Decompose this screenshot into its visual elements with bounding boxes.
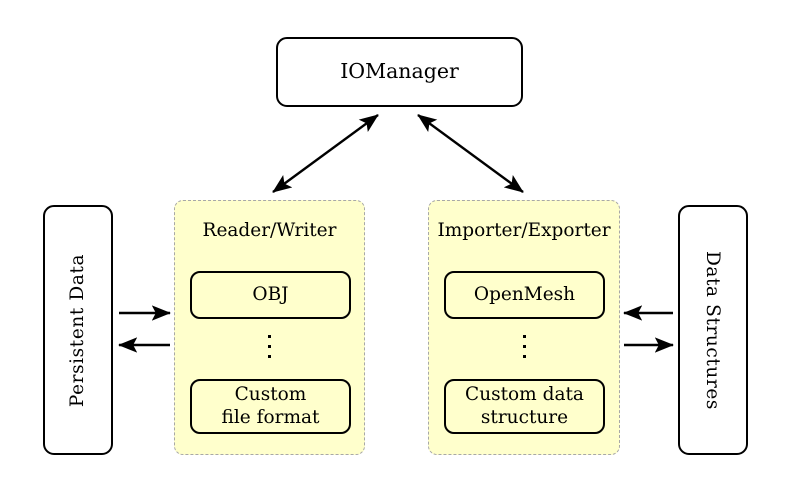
group-title-importer-exporter: Importer/Exporter	[437, 220, 611, 241]
item-custom-file-format-label: Custom file format	[222, 384, 320, 429]
group-title-reader-writer: Reader/Writer	[202, 220, 337, 241]
item-custom-data-structure-line1: Custom data	[465, 383, 584, 405]
item-obj-label: OBJ	[252, 283, 289, 305]
item-obj[interactable]: OBJ	[190, 271, 351, 319]
vertical-dots-icon-reader-writer	[175, 335, 364, 358]
arrow-manager-importer-exporter	[417, 114, 524, 193]
vertical-dots-icon-importer-exporter	[429, 335, 619, 358]
item-openmesh[interactable]: OpenMesh	[444, 271, 605, 319]
node-iomanager-label: IOManager	[340, 59, 459, 84]
node-iomanager[interactable]: IOManager	[276, 37, 523, 107]
node-persistent-data-label: Persistent Data	[67, 253, 89, 407]
item-custom-file-format[interactable]: Custom file format	[190, 379, 351, 434]
item-custom-data-structure[interactable]: Custom data structure	[444, 379, 605, 434]
arrow-manager-reader-writer	[272, 114, 379, 193]
node-data-structures[interactable]: Data Structures	[678, 205, 748, 455]
item-custom-data-structure-label: Custom data structure	[465, 384, 584, 429]
item-custom-file-format-line2: file format	[221, 406, 320, 428]
item-custom-data-structure-line2: structure	[480, 406, 569, 428]
node-persistent-data[interactable]: Persistent Data	[43, 205, 113, 455]
item-openmesh-label: OpenMesh	[473, 283, 576, 305]
item-custom-file-format-line1: Custom	[234, 383, 307, 405]
group-panel-importer-exporter[interactable]: Importer/Exporter OpenMesh Custom data s…	[428, 200, 620, 455]
node-data-structures-label: Data Structures	[702, 250, 724, 410]
group-panel-reader-writer[interactable]: Reader/Writer OBJ Custom file format	[174, 200, 365, 455]
